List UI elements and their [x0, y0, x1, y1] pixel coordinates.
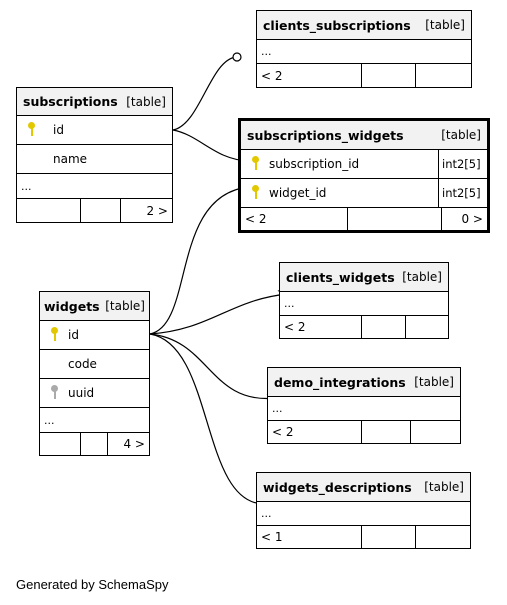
- table-footer: 2 >: [17, 199, 172, 222]
- footer-spacer: [81, 199, 121, 222]
- children-count[interactable]: 2 >: [146, 203, 168, 218]
- parents-count[interactable]: < 2: [257, 64, 362, 87]
- primary-key-icon: [27, 121, 37, 136]
- rel-widgets-demo-integrations: [149, 333, 277, 404]
- more-columns: ...: [40, 408, 149, 433]
- column-type: int2[5]: [438, 150, 487, 178]
- parents-count[interactable]: < 2: [268, 421, 362, 443]
- table-subscriptions[interactable]: subscriptions [table] id name ... 2 >: [16, 87, 173, 223]
- footer-spacer: [348, 208, 442, 230]
- table-footer: < 2: [280, 316, 448, 338]
- column-row[interactable]: subscription_id int2[5]: [241, 150, 487, 179]
- table-footer: 4 >: [40, 433, 149, 455]
- more-columns: ...: [257, 40, 471, 64]
- table-widgets-descriptions[interactable]: widgets_descriptions [table] ... < 1: [256, 472, 471, 549]
- children-count[interactable]: [411, 421, 460, 443]
- parents-count[interactable]: < 2: [280, 316, 362, 338]
- table-name: widgets_descriptions: [263, 479, 412, 495]
- table-type: [table]: [126, 94, 166, 109]
- column-name: widget_id: [269, 186, 327, 200]
- table-header: subscriptions [table]: [17, 88, 172, 116]
- column-name: subscription_id: [269, 157, 360, 171]
- table-demo-integrations[interactable]: demo_integrations [table] ... < 2: [267, 367, 461, 444]
- rel-widgets-subscriptions-widgets: [149, 182, 250, 335]
- parents-count[interactable]: [17, 199, 81, 222]
- rel-subscriptions-clients-subscriptions: [172, 56, 237, 131]
- column-name: uuid: [68, 386, 95, 400]
- column-name: name: [53, 152, 88, 166]
- table-name: subscriptions: [23, 94, 118, 109]
- table-type: [table]: [402, 270, 442, 284]
- footer-spacer: [362, 526, 416, 548]
- column-row[interactable]: uuid: [40, 379, 149, 408]
- rel-widgets-clients-widgets: [149, 289, 288, 335]
- cardinality-marker: [232, 52, 242, 62]
- column-row[interactable]: name: [17, 145, 172, 174]
- table-header: clients_subscriptions [table]: [257, 11, 471, 40]
- table-name: clients_subscriptions: [263, 17, 411, 33]
- table-footer: < 2: [268, 421, 460, 443]
- table-header: widgets_descriptions [table]: [257, 473, 470, 502]
- table-header: clients_widgets [table]: [280, 263, 448, 292]
- parents-count[interactable]: < 2: [241, 208, 348, 230]
- more-columns: ...: [257, 502, 470, 526]
- primary-key-icon: [50, 326, 60, 341]
- table-type: [table]: [424, 480, 464, 494]
- children-count[interactable]: [416, 526, 470, 548]
- generated-by-credit: Generated by SchemaSpy: [16, 577, 169, 592]
- table-type: [table]: [425, 18, 465, 32]
- children-count[interactable]: [416, 64, 471, 87]
- column-type: int2[5]: [438, 179, 487, 207]
- table-name: widgets: [44, 298, 100, 314]
- table-header: subscriptions_widgets [table]: [241, 121, 487, 150]
- footer-spacer: [81, 433, 108, 455]
- table-type: [table]: [105, 299, 145, 313]
- rel-widgets-widgets-descriptions: [149, 333, 266, 510]
- table-type: [table]: [441, 128, 481, 142]
- primary-key-icon: [251, 184, 261, 199]
- table-name: clients_widgets: [286, 269, 395, 285]
- table-type: [table]: [414, 375, 454, 389]
- column-row[interactable]: id: [40, 321, 149, 350]
- column-name: id: [68, 328, 79, 342]
- column-name: code: [68, 357, 97, 371]
- primary-key-icon: [251, 155, 261, 170]
- index-key-icon: [50, 384, 60, 399]
- more-columns: ...: [268, 397, 460, 421]
- more-columns: ...: [280, 292, 448, 316]
- footer-spacer: [362, 64, 416, 87]
- footer-spacer: [362, 316, 406, 338]
- column-name: id: [53, 123, 64, 137]
- table-footer: < 1: [257, 526, 470, 548]
- table-footer: < 2 0 >: [241, 208, 487, 230]
- table-footer: < 2: [257, 64, 471, 87]
- table-subscriptions-widgets[interactable]: subscriptions_widgets [table] subscripti…: [238, 118, 490, 233]
- footer-spacer: [362, 421, 411, 443]
- table-clients-subscriptions[interactable]: clients_subscriptions [table] ... < 2: [256, 10, 472, 88]
- table-header: demo_integrations [table]: [268, 368, 460, 397]
- children-count[interactable]: 4 >: [123, 437, 145, 451]
- column-row[interactable]: code: [40, 350, 149, 379]
- table-name: demo_integrations: [274, 374, 406, 390]
- more-columns: ...: [17, 174, 172, 199]
- parents-count[interactable]: [40, 433, 81, 455]
- children-count[interactable]: 0 >: [461, 212, 483, 226]
- table-widgets[interactable]: widgets [table] id code uuid ... 4 >: [39, 291, 150, 456]
- table-clients-widgets[interactable]: clients_widgets [table] ... < 2: [279, 262, 449, 339]
- children-count[interactable]: [406, 316, 448, 338]
- table-header: widgets [table]: [40, 292, 149, 321]
- table-name: subscriptions_widgets: [247, 127, 404, 143]
- column-row[interactable]: id: [17, 116, 172, 145]
- parents-count[interactable]: < 1: [257, 526, 362, 548]
- column-row[interactable]: widget_id int2[5]: [241, 179, 487, 208]
